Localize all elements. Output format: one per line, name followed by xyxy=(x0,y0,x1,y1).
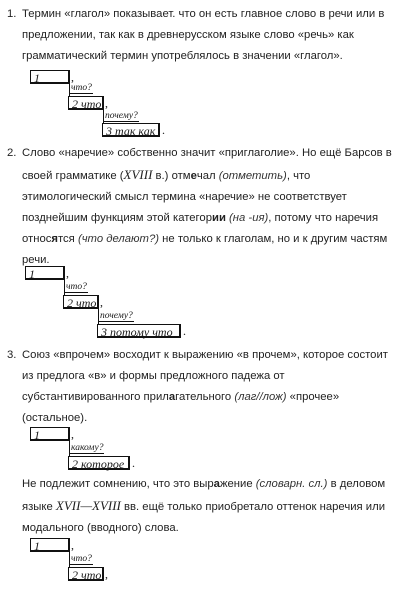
scheme-mark: . xyxy=(162,123,165,137)
scheme-question: что? xyxy=(70,554,93,565)
scheme-connector xyxy=(69,84,70,98)
item-number: 1. xyxy=(7,8,17,20)
hint-note: (что делают?) xyxy=(77,233,160,245)
hint-note: (словарн. сл.) xyxy=(255,478,328,490)
scheme-mark: , xyxy=(105,96,108,110)
scheme-connector xyxy=(103,110,104,124)
item-number: 3. xyxy=(7,349,17,361)
text-run: Не подлежит сомнению, что это выр xyxy=(22,478,214,490)
text-run: в деловом языке xyxy=(22,478,386,513)
text-run: не только к глаголам, но и к другим част… xyxy=(22,233,388,266)
scheme-box-1: 1 xyxy=(30,70,70,85)
scheme-box-2: 2 что xyxy=(63,295,99,310)
scheme-question: что? xyxy=(65,282,88,293)
scheme-box-3: 3 потому что xyxy=(97,324,181,339)
text-run: гательного xyxy=(175,391,235,403)
scheme-question: почему? xyxy=(99,311,134,322)
text-run: Слово «наречие» собственно значит «пригл… xyxy=(22,147,392,182)
scheme-connector xyxy=(69,441,70,457)
highlighted-letter: а xyxy=(213,478,220,490)
text-run: , что этимологический смысл термина «нар… xyxy=(22,170,347,224)
text-run: «прочее» (остальное). xyxy=(22,391,340,424)
text-run: в.) отм xyxy=(152,170,191,182)
scheme-connector xyxy=(98,309,99,325)
text-run: вв. ещё только приобретало оттенок нареч… xyxy=(22,501,385,534)
scheme-box-3: 3 так как xyxy=(102,123,160,138)
century-numeral: XVII—XVIII xyxy=(55,498,121,513)
item-3-text: 3. Союз «впрочем» восходит к выражению «… xyxy=(7,345,394,429)
century-numeral: XVIII xyxy=(123,167,153,182)
item-1-sentence: Термин «глагол» показывает. что он есть … xyxy=(22,8,385,62)
hint-note: (на -ия) xyxy=(229,212,269,224)
hint-note: (отметить) xyxy=(218,170,287,182)
text-run: Союз «впрочем» восходит к выражению «в п… xyxy=(22,349,388,403)
scheme-box-1: 1 xyxy=(30,427,70,442)
item-2-text: 2. Слово «наречие» собственно значит «пр… xyxy=(7,143,394,271)
highlighted-letter: я xyxy=(51,233,58,245)
highlighted-letter: а xyxy=(168,391,176,403)
scheme-mark: , xyxy=(100,295,103,309)
scheme-mark: . xyxy=(132,456,135,470)
item-number: 2. xyxy=(7,147,17,159)
scheme-question: что? xyxy=(70,83,93,94)
text-run: жение xyxy=(219,478,256,490)
scheme-connector xyxy=(64,280,65,296)
highlighted-letter: ии xyxy=(212,212,226,224)
scheme-question: почему? xyxy=(104,111,139,122)
scheme-mark: , xyxy=(71,538,74,552)
text-run: чал xyxy=(196,170,219,182)
scheme-connector xyxy=(69,552,70,568)
scheme-question: какому? xyxy=(70,443,105,454)
scheme-box-2: 2 что xyxy=(68,96,104,111)
scheme-box-2: 2 что xyxy=(68,567,104,582)
item-3-text-continued: Не подлежит сомнению, что это выражение … xyxy=(22,474,394,539)
scheme-mark: , xyxy=(105,567,108,581)
hint-note: (лаг//лож) xyxy=(234,391,287,403)
scheme-mark: , xyxy=(71,427,74,441)
scheme-mark: , xyxy=(71,70,74,84)
item-1-text: 1. Термин «глагол» показывает. что он ес… xyxy=(7,4,394,67)
highlighted-letter: е xyxy=(190,170,197,182)
scheme-box-2: 2 которое xyxy=(68,456,130,471)
scheme-box-1: 1 xyxy=(30,538,70,553)
text-run: тся xyxy=(57,233,78,245)
scheme-mark: . xyxy=(183,324,186,338)
text-run: , потому что наречия относ xyxy=(22,212,379,245)
